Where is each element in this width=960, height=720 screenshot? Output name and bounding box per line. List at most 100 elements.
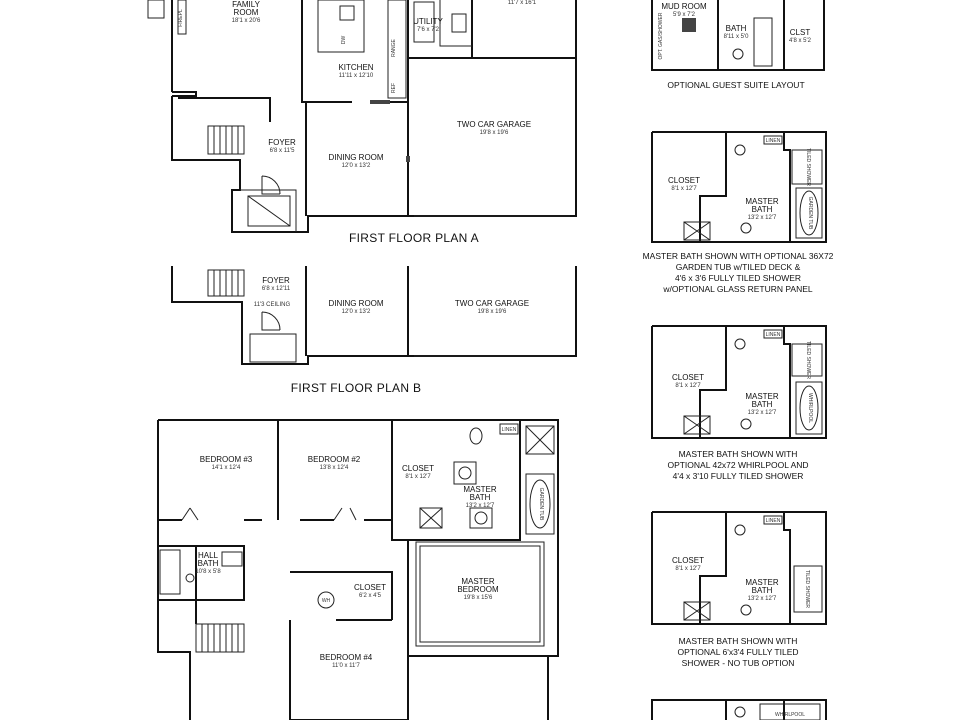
bedroom4-label: BEDROOM #4 xyxy=(320,653,373,662)
dining-room-a-dim: 12'0 x 13'2 xyxy=(342,163,371,169)
opt2-caption-line-1: MASTER BATH SHOWN WITH xyxy=(679,449,798,459)
master-linen-label: LINEN xyxy=(502,427,517,433)
hall-bath-label-2: BATH xyxy=(198,559,219,568)
opt3-bath-label-2: BATH xyxy=(752,586,773,595)
kitchen-label: KITCHEN xyxy=(338,63,373,72)
bedroom4-dim: 11'0 x 11'7 xyxy=(332,663,360,669)
hall-bath-label-1: HALL xyxy=(198,551,219,560)
opt3-caption-line-1: MASTER BATH SHOWN WITH xyxy=(679,636,798,646)
foyer-b-dim: 6'8 x 12'11 xyxy=(262,286,291,292)
master-closet-label: CLOSET xyxy=(402,464,434,473)
opt2-caption-line-2: OPTIONAL 42x72 WHIRLPOOL AND xyxy=(667,460,808,470)
opt3-caption-line-2: OPTIONAL 6'x3'4 FULLY TILED xyxy=(677,647,798,657)
opt3-bath-label-1: MASTER xyxy=(745,578,779,587)
utility-label: UTILITY xyxy=(413,17,443,26)
guest-bath-dim: 8'11 x 5'0 xyxy=(724,34,750,40)
opt1-linen-label: LINEN xyxy=(766,138,781,144)
opt2-closet-dim: 8'1 x 12'7 xyxy=(675,383,701,389)
master-bath-option-2: CLOSET 8'1 x 12'7 MASTER BATH 13'2 x 12'… xyxy=(651,325,827,481)
guest-room-label: MUD ROOM xyxy=(661,2,707,11)
opt4-tub-label: WHIRLPOOL xyxy=(775,712,805,718)
family-room-dim: 18'1 x 20'6 xyxy=(232,18,261,24)
guest-suite-layout: MUD ROOM 5'9 x 7'2 BATH 8'11 x 5'0 CLST … xyxy=(651,0,825,90)
garage-b-dim: 19'8 x 19'6 xyxy=(478,309,507,315)
dw-label: DW xyxy=(341,36,347,45)
first-floor-plan-b: FOYER 6'8 x 12'11 11'3 CEILING DINING RO… xyxy=(171,266,577,395)
family-room-label-1: FAMILY xyxy=(232,0,261,9)
opt1-bath-label-1: MASTER xyxy=(745,197,779,206)
opt2-bath-dim: 13'2 x 12'7 xyxy=(748,410,777,416)
opt3-shower-label: TILED SHOWER xyxy=(804,570,810,608)
small-closet-label: CLOSET xyxy=(354,583,386,592)
ref-label: REF xyxy=(391,83,397,93)
master-closet-dim: 8'1 x 12'7 xyxy=(405,474,431,480)
guest-closet-dim: 4'8 x 5'2 xyxy=(789,38,812,44)
opt2-caption-line-3: 4'4 x 3'10 FULLY TILED SHOWER xyxy=(673,471,804,481)
master-bath-dim: 13'2 x 12'7 xyxy=(466,503,495,509)
opt2-tub-label: WHIRLPOOL xyxy=(807,393,813,423)
opt3-closet-dim: 8'1 x 12'7 xyxy=(675,566,701,572)
guest-bath-label: BATH xyxy=(726,24,747,33)
opt2-linen-label: LINEN xyxy=(766,332,781,338)
fireplace-label: FIREPL xyxy=(178,9,184,27)
opt2-shower-label: TILED SHOWER xyxy=(805,341,811,379)
small-closet-dim: 6'2 x 4'5 xyxy=(359,593,382,599)
foyer-b-label: FOYER xyxy=(262,276,290,285)
bedroom2-dim: 13'8 x 12'4 xyxy=(320,465,349,471)
garage-b-label: TWO CAR GARAGE xyxy=(455,299,529,308)
bedroom3-label: BEDROOM #3 xyxy=(200,455,253,464)
opt1-tub-label: GARDEN TUB xyxy=(807,197,813,230)
guest-closet-label: CLST xyxy=(790,28,811,37)
guest-suite-caption: OPTIONAL GUEST SUITE LAYOUT xyxy=(667,80,804,90)
opt1-caption-line-4: w/OPTIONAL GLASS RETURN PANEL xyxy=(662,284,813,294)
garage-a-dim: 19'8 x 19'6 xyxy=(480,130,509,136)
opt1-closet-dim: 8'1 x 12'7 xyxy=(671,186,697,192)
opt1-shower-label: TILED SHOWER xyxy=(805,148,811,186)
opt3-linen-label: LINEN xyxy=(766,518,781,524)
bedroom3-dim: 14'1 x 12'4 xyxy=(212,465,241,471)
opt2-bath-label-1: MASTER xyxy=(745,392,779,401)
opt2-bath-label-2: BATH xyxy=(752,400,773,409)
guest-room-dim: 5'9 x 7'2 xyxy=(673,12,696,18)
kitchen-dim: 11'11 x 12'10 xyxy=(339,73,374,79)
opt3-bath-dim: 13'2 x 12'7 xyxy=(748,596,777,602)
opt1-caption-line-2: GARDEN TUB w/TILED DECK & xyxy=(676,262,801,272)
opt2-closet-label: CLOSET xyxy=(672,373,704,382)
range-label: RANGE xyxy=(391,38,397,56)
dining-room-a-label: DINING ROOM xyxy=(328,153,383,162)
dining-room-b-label: DINING ROOM xyxy=(328,299,383,308)
utility-dim: 7'6 x 7'2 xyxy=(417,27,440,33)
opt3-closet-label: CLOSET xyxy=(672,556,704,565)
master-bath-label-2: BATH xyxy=(470,493,491,502)
opt3-caption-line-3: SHOWER - NO TUB OPTION xyxy=(682,658,795,668)
upper-room-dim: 11'7 x 16'1 xyxy=(508,0,537,6)
master-bath-label-1: MASTER xyxy=(463,485,497,494)
dining-room-b-dim: 12'0 x 13'2 xyxy=(342,309,371,315)
guest-side-note: OPT. GAS/SHOWER xyxy=(658,12,664,59)
master-bath-option-3: CLOSET 8'1 x 12'7 MASTER BATH 13'2 x 12'… xyxy=(651,511,827,668)
bedroom2-label: BEDROOM #2 xyxy=(308,455,361,464)
first-floor-plan-a-title: FIRST FLOOR PLAN A xyxy=(349,231,479,245)
opt1-caption-line-3: 4'6 x 3'6 FULLY TILED SHOWER xyxy=(675,273,801,283)
opt1-closet-label: CLOSET xyxy=(668,176,700,185)
second-floor-plan: BEDROOM #3 14'1 x 12'4 BEDROOM #2 13'8 x… xyxy=(157,419,559,720)
hall-bath-dim: 10'8 x 5'8 xyxy=(195,569,221,575)
foyer-a-label: FOYER xyxy=(268,138,296,147)
garden-tub-label: GARDEN TUB xyxy=(538,488,544,521)
opt1-caption-line-1: MASTER BATH SHOWN WITH OPTIONAL 36X72 xyxy=(643,251,834,261)
opt1-bath-dim: 13'2 x 12'7 xyxy=(748,215,777,221)
ceiling-note: 11'3 CEILING xyxy=(254,302,291,308)
first-floor-plan-b-title: FIRST FLOOR PLAN B xyxy=(291,381,422,395)
first-floor-plan-a: FAMILY ROOM 18'1 x 20'6 KITCHEN 11'11 x … xyxy=(147,0,577,245)
garage-a-label: TWO CAR GARAGE xyxy=(457,120,531,129)
master-bedroom-label-2: BEDROOM xyxy=(457,585,499,594)
foyer-a-dim: 6'8 x 11'5 xyxy=(270,148,296,154)
opt1-bath-label-2: BATH xyxy=(752,205,773,214)
master-bedroom-label-1: MASTER xyxy=(461,577,495,586)
master-bedroom-dim: 19'8 x 15'6 xyxy=(464,595,493,601)
master-bath-option-1: CLOSET 8'1 x 12'7 MASTER BATH 13'2 x 12'… xyxy=(643,131,834,294)
master-bath-option-4: WHIRLPOOL xyxy=(651,699,827,720)
family-room-label-2: ROOM xyxy=(234,8,259,17)
water-heater-label: WH xyxy=(322,598,331,604)
